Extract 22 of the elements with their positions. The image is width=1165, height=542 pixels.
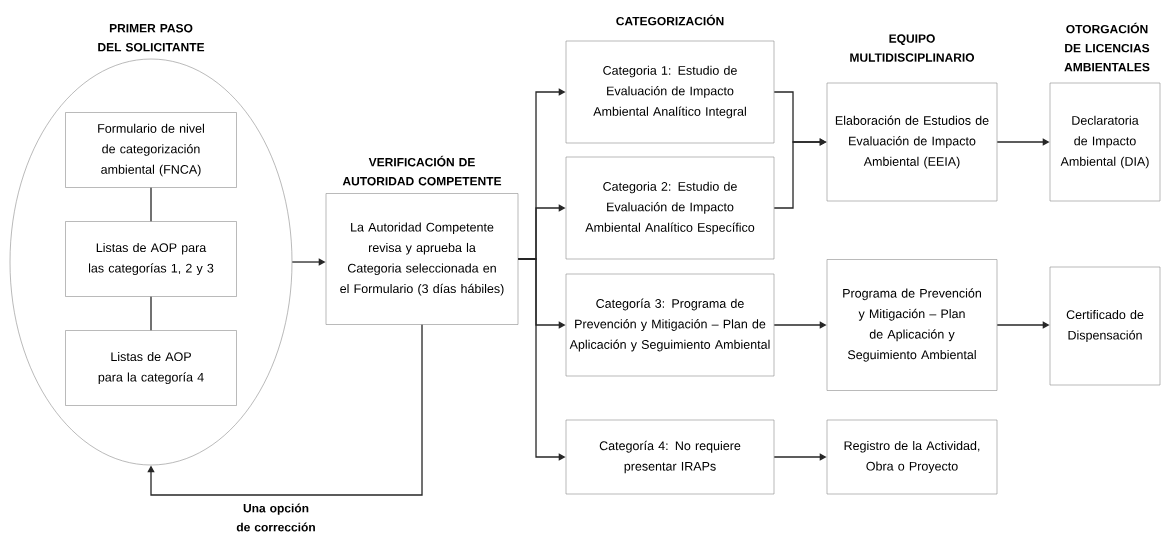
process-box: Listas de AOP para las categorías 1, 2 y 3 [65, 221, 237, 297]
process-box: Elaboración de Estudios de Evaluación de Impacto Ambiental (EEIA) [826, 82, 998, 202]
connector-line [150, 296, 152, 331]
process-box: Certificado de Dispensación [1049, 266, 1161, 386]
process-box: Categoría 3: Programa de Prevención y Mitigación – Plan de Aplicación y Seguimiento Ambiental [565, 273, 775, 377]
process-box: Categoria 1: Estudio de Evaluación de Impacto Ambiental Analítico Integral [565, 40, 775, 144]
process-box: Declaratoria de Impacto Ambiental (DIA) [1049, 82, 1161, 202]
edge-label: Una opción de corrección [236, 503, 315, 532]
process-box: Categoria 2: Estudio de Evaluación de Impacto Ambiental Analítico Específico [565, 156, 775, 260]
process-box: Formulario de nivel de categorización ambiental (FNCA) [65, 112, 237, 188]
column-heading: CATEGORIZACIÓN [616, 14, 724, 26]
column-heading: OTORGACIÓN DE LICENCIAS AMBIENTALES [1064, 22, 1150, 72]
arrow [147, 324, 423, 496]
column-heading: VERIFICACIÓN DE AUTORIDAD COMPETENTE [342, 155, 502, 186]
column-heading: PRIMER PASO DEL SOLICITANTE [98, 24, 205, 52]
process-box: La Autoridad Competente revisa y aprueba la Categoria seleccionada en el Formulario (3 días hábiles) [325, 193, 519, 325]
process-box: Programa de Prevención y Mitigación – Plan de Aplicación y Seguimiento Ambiental [826, 259, 998, 391]
process-box: Registro de la Actividad, Obra o Proyecto [826, 419, 998, 495]
process-box: Categoría 4: No requiere presentar IRAPs [565, 419, 775, 495]
connector-line [150, 187, 152, 222]
process-box: Listas de AOP para la categoría 4 [65, 330, 237, 406]
column-heading: EQUIPO MULTIDISCIPLINARIO [850, 34, 975, 62]
